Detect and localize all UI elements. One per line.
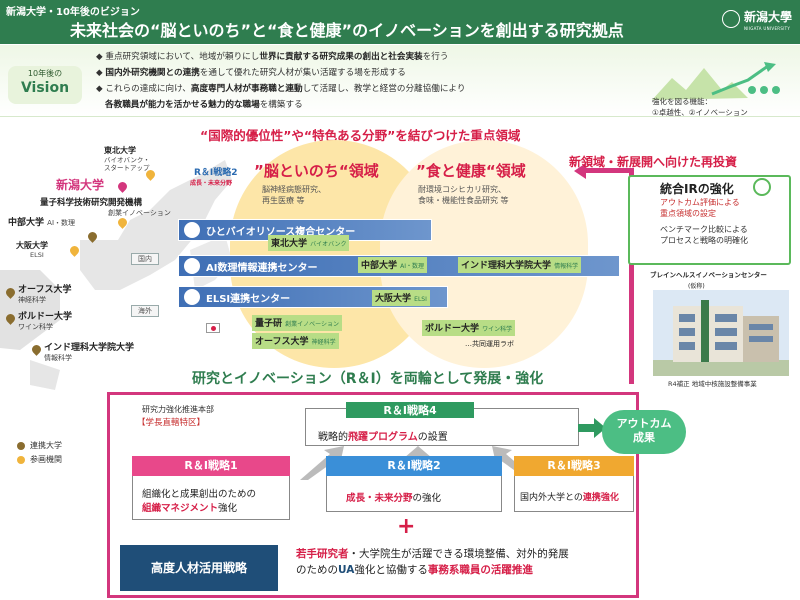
ir-title: 統合IRの強化 (660, 182, 734, 196)
japan-flag-icon (206, 323, 220, 333)
brain-icon (184, 222, 200, 238)
legend-participant: 参画機関 (30, 455, 62, 464)
ri4-text: 戦略的飛躍プログラムの設置 (318, 432, 448, 443)
vision-label-small: 10年後の (27, 69, 63, 78)
map-qst-sub: 創業イノベーション (108, 209, 171, 217)
vision-label-box (8, 66, 82, 104)
map-tohoku: 東北大学 (104, 146, 136, 155)
building-note: R4補正 地域中核施設整備事業 (668, 380, 757, 388)
ri2-sub-label: 成長・未来分野 (190, 180, 233, 187)
ri4-head: R＆I戦略4 (346, 402, 474, 418)
ri3-head: R＆I戦略3 (514, 456, 634, 476)
outcome-badge: アウトカム成果 (602, 410, 686, 454)
ri1-text: 組織化と成果創出のための組織マネジメント強化 (142, 489, 257, 514)
ri-title: 研究とイノベーション（R＆I）を両輪として発展・強化 (192, 371, 544, 387)
talent-strategy-label: 高度人材活用戦略 (120, 545, 278, 591)
reinvest-arrow (584, 168, 634, 384)
vision-line-3: ◆ これらの達成に向け、高度専門人材が事務職と連動して活躍し、教学と経営の分離協… (96, 84, 466, 94)
reinvest-arrowhead (574, 163, 586, 179)
brain-life-title: ”脳といのち“領域 (254, 162, 379, 180)
ri2-text: 成長・未来分野の強化 (346, 493, 442, 504)
building-image (653, 290, 789, 376)
tag-osaka: 大阪大学 ELSI (372, 290, 430, 306)
plus-sign: + (397, 514, 416, 539)
vision-label: Vision (20, 80, 70, 96)
page-title: 未来社会の“脳といのち”と“食と健康”のイノベーションを創出する研究拠点 (70, 21, 624, 40)
mountain-growth-icon (652, 62, 780, 100)
tag-joint-lab: …共同運用ラボ (462, 338, 517, 354)
logo-english: NIIGATA UNIVERSITY (744, 26, 791, 31)
header-bar (0, 0, 800, 44)
hq-special-zone: 【学長直轄特区】 (137, 418, 206, 428)
ri2-head: R＆I戦略2 (326, 456, 502, 476)
legend-participant-dot (17, 456, 25, 464)
people-icon (184, 289, 200, 305)
reinvest-label: 新領域・新展開へ向けた再投資 (569, 155, 738, 169)
food-health-sub: 耐環境コシヒカリ研究、食味・機能性食品研究 等 (418, 185, 509, 205)
ir-evaluation: アウトカム評価による重点領域の設定 (660, 198, 740, 218)
magnifier-chart-icon (753, 178, 771, 196)
tag-bordeaux: ボルドー大学 ワイン科学 (422, 320, 516, 336)
brain-life-sub: 脳神経病態研究、再生医療 等 (262, 185, 326, 205)
map-chubu: 中部大学 AI・数理 (8, 218, 76, 228)
focus-title: “国際的優位性”や“特色ある分野”を結びつけた重点領域 (200, 128, 521, 143)
map-niigata: 新潟大学 (56, 178, 105, 192)
map-osaka: 大阪大学 (16, 241, 48, 250)
ri2-label: R＆I戦略2 (194, 168, 238, 178)
seal-icon (722, 10, 740, 28)
map-qst: 量子科学技術研究開発機構 (40, 198, 143, 208)
vision-line-4: 各教職員が能力を活かせる魅力的な職場を構築する (105, 100, 303, 110)
ri3-text: 国内外大学との連携強化 (520, 493, 619, 503)
outcome-arrow (578, 418, 606, 438)
tag-tohoku: 東北大学 バイオバンク (268, 235, 350, 251)
map-bordeaux: ボルドー大学ワイン科学 (18, 312, 73, 331)
center-bioresource-label: ひとバイオリソース複合センター (206, 227, 356, 238)
vision-band (0, 45, 800, 117)
ir-benchmark: ベンチマーク比較によるプロセスと戦略の明確化 (660, 225, 748, 245)
building-caption-tentative: (仮称) (688, 283, 705, 290)
header-subtitle: 新潟大学・10年後のビジョン (6, 7, 140, 18)
tag-aarhus: オーフス大学 神経科学 (252, 333, 339, 349)
domestic-label: 国内 (131, 253, 159, 265)
building-caption: ブレインヘルスイノベーションセンター (650, 271, 767, 279)
overseas-label: 海外 (131, 305, 159, 317)
food-health-title: ”食と健康“領域 (416, 162, 526, 180)
map-aarhus: オーフス大学神経科学 (18, 285, 72, 304)
map-tohoku-sub: バイオバンク・スタートアップ (104, 156, 150, 172)
tag-chubu: 中部大学 AI・数理 (358, 257, 428, 273)
center-ai-label: AI数理情報連携センター (206, 263, 318, 274)
map-osaka-sub: ELSI (30, 251, 44, 259)
logo-name: 新潟大學 (744, 10, 793, 24)
map-indo: インド理科大学院大学情報科学 (44, 343, 135, 362)
center-elsi-label: ELSI連携センター (206, 294, 291, 305)
hq-label: 研究力強化推進本部 (142, 405, 214, 414)
legend-partner: 連携大学 (30, 441, 62, 450)
tag-indo: インド理科大学院大学 情報科学 (458, 257, 582, 273)
talent-strategy-text: 若手研究者・大学院生が活躍できる環境整備、対外的発展 のためのUA強化と協働する… (296, 548, 569, 576)
vision-line-1: ◆ 重点研究領域において、地域が頼りにし世界に貢献する研究成果の創出と社会実装を… (96, 52, 449, 62)
vision-line-2: ◆ 国内外研究機関との連携を通して優れた研究人材が集い活躍する場を形成する (96, 68, 406, 78)
strength-functions: 強化を図る機能：①卓越性、②イノベーション (652, 97, 748, 117)
legend-partner-dot (17, 442, 25, 450)
ai-icon (184, 258, 200, 274)
tag-ryoshi: 量子研 創業イノベーション (252, 315, 343, 331)
ri1-head: R＆I戦略1 (132, 456, 290, 476)
